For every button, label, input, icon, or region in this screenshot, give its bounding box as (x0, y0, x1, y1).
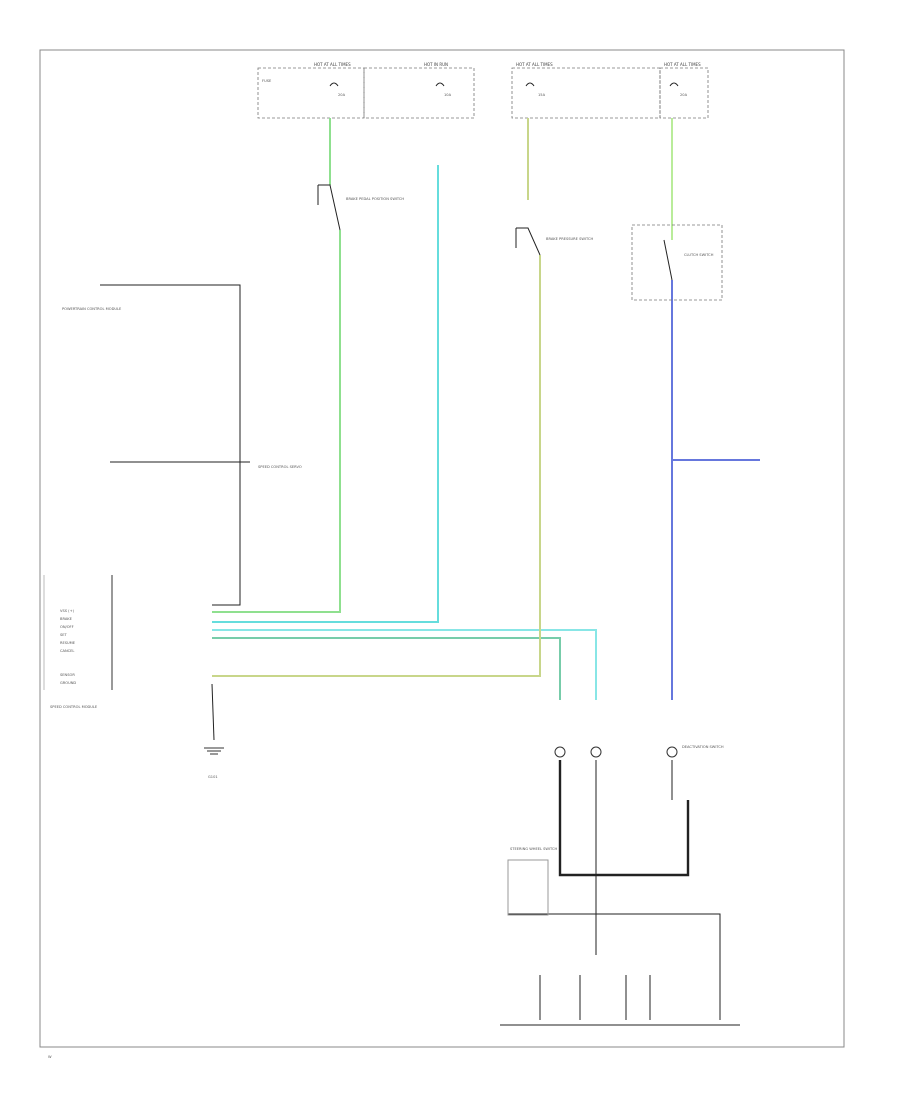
fuse-box-2: HOT IN RUN 10A (363, 62, 475, 119)
wire-yellow-green (212, 118, 541, 677)
steering-switch-box (507, 859, 549, 916)
speed-control-servo-label: SPEED CONTROL SERVO (258, 465, 302, 469)
connector-circle-2 (590, 746, 602, 758)
clutch-switch: CLUTCH SWITCH (631, 224, 723, 301)
wire-green (212, 118, 341, 613)
brake-switch-2: BRAKE PRESSURE SWITCH (515, 227, 593, 256)
fuse-box-1-label: HOT AT ALL TIMES (314, 62, 351, 67)
connector-label-3: ON/OFF (60, 625, 74, 629)
connector-label-1: VSS (+) (60, 609, 75, 613)
fuse-box-3-label: HOT AT ALL TIMES (516, 62, 553, 67)
deactivation-switch-label: DEACTIVATION SWITCH (682, 745, 724, 749)
diagram-frame (39, 49, 845, 1048)
wire-blue (671, 280, 760, 700)
connector-label-4: SET (60, 633, 68, 637)
fuse-symbol-icon (329, 82, 339, 87)
footer-label: W (48, 1055, 52, 1059)
wire-black-3 (211, 683, 215, 741)
fuse-box-4-label: HOT AT ALL TIMES (664, 62, 701, 67)
speed-control-module-label: SPEED CONTROL MODULE (50, 705, 98, 709)
wire-cyan-2 (212, 629, 597, 700)
wire-green-cyan (212, 637, 561, 700)
fuse-box-1-fuse-value: 20A (338, 93, 346, 97)
connector-label-2: BRAKE (60, 617, 73, 621)
brake-switch-1: BRAKE PEDAL POSITION SWITCH (317, 184, 404, 231)
connector-circle-1 (554, 746, 566, 758)
brake-switch-1-label: BRAKE PEDAL POSITION SWITCH (346, 197, 404, 201)
connector-circle-3 (666, 746, 678, 758)
connector-label-5: RESUME (60, 641, 76, 645)
fuse-box-3-fuse-value: 15A (538, 93, 546, 97)
brake-switch-2-label: BRAKE PRESSURE SWITCH (546, 237, 593, 241)
ground-label: G101 (208, 775, 218, 779)
wire-black-4 (558, 760, 690, 877)
wire-black-6 (500, 913, 740, 1026)
fuse-box-2-fuse-value: 10A (444, 93, 452, 97)
wire-black-1 (100, 284, 241, 606)
wire-black-7 (539, 975, 651, 1020)
fuse-box-4-fuse-value: 20A (680, 93, 688, 97)
fuse-box-2-label: HOT IN RUN (424, 62, 448, 67)
connector-label-6: CANCEL (60, 649, 74, 653)
fuse-symbol-icon (669, 82, 679, 87)
fuse-box-4: HOT AT ALL TIMES 20A (659, 62, 709, 119)
wire-black-5 (595, 760, 673, 955)
speed-control-connector: VSS (+) BRAKE ON/OFF SET RESUME CANCEL S… (43, 575, 113, 709)
pcm-label: POWERTRAIN CONTROL MODULE (62, 307, 122, 311)
connector-label-7: SENSOR (60, 673, 75, 677)
fuse-box-1: HOT AT ALL TIMES FUSE 20A (257, 62, 365, 119)
ground-symbol-icon: G101 (204, 747, 224, 779)
wire-cyan-1 (212, 165, 439, 623)
fuse-symbol-icon (435, 82, 445, 87)
fuse-box-3: HOT AT ALL TIMES 15A (511, 62, 661, 119)
clutch-switch-label: CLUTCH SWITCH (684, 253, 714, 257)
connector-label-8: GROUND (60, 681, 76, 685)
steering-switch-label: STEERING WHEEL SWITCH (510, 847, 558, 851)
fuse-symbol-icon (525, 82, 535, 87)
fuse-box-1-fuse-label: FUSE (262, 79, 272, 83)
